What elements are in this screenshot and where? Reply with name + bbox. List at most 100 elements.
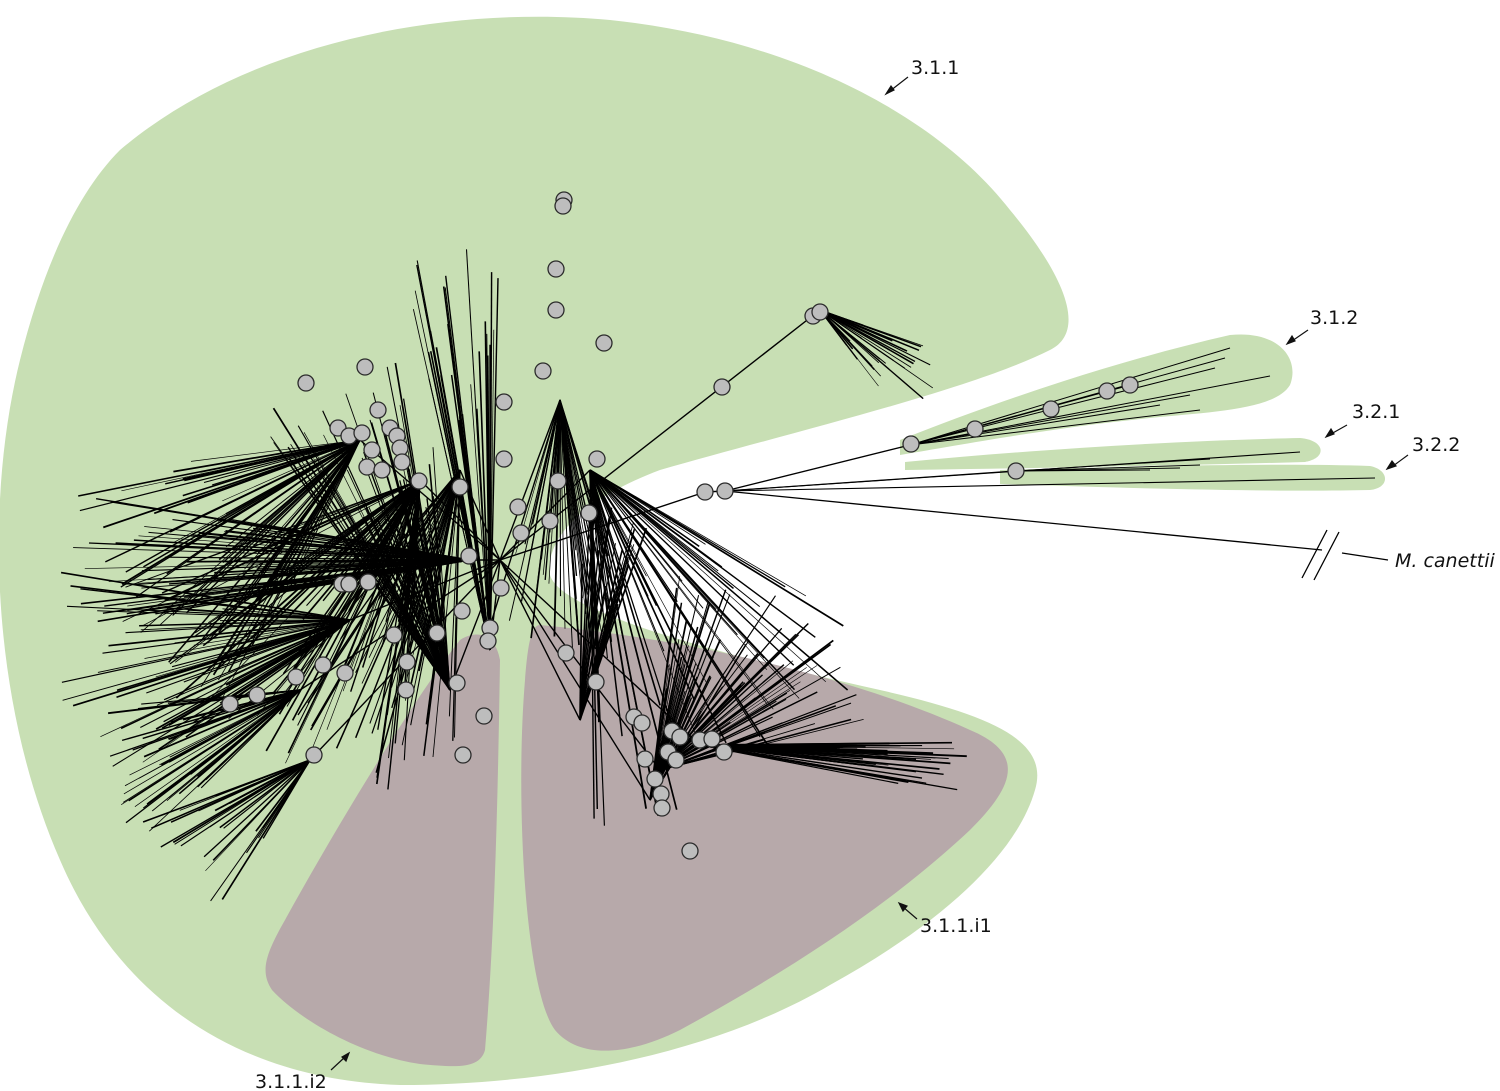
tree-branch	[909, 384, 1131, 446]
tree-branch	[1014, 469, 1151, 472]
tree-branch	[326, 479, 421, 730]
tree-branch	[579, 534, 606, 721]
tree-branch	[225, 439, 361, 548]
tree-branch	[212, 439, 361, 486]
tree-node	[646, 770, 664, 788]
tree-branch	[142, 689, 301, 740]
tree-branch	[159, 689, 301, 766]
tree-branch	[445, 427, 491, 651]
tree-node	[713, 378, 731, 396]
tree-branch	[819, 309, 924, 347]
tree-branch	[212, 759, 311, 861]
tree-node	[398, 653, 416, 671]
tree-branch	[60, 571, 351, 621]
tree-branch	[377, 469, 461, 601]
label-3-1-1-i2: 3.1.1.i2	[255, 1071, 327, 1091]
tree-branch	[142, 759, 311, 823]
tree-node	[653, 799, 671, 817]
tree-branch	[416, 264, 491, 651]
tree-branch	[589, 469, 761, 608]
tree-branch	[255, 759, 311, 832]
tree-branch	[589, 469, 706, 701]
tree-branch	[559, 399, 577, 551]
tree-node	[633, 714, 651, 732]
tree-branch	[198, 759, 311, 812]
tree-branch	[649, 639, 750, 801]
tree-branch	[659, 622, 809, 771]
tree-branch	[221, 759, 311, 900]
tree-branch	[168, 689, 301, 798]
tree-branch	[110, 501, 471, 561]
tree-branch	[149, 689, 301, 832]
tree-branch	[589, 469, 684, 759]
tree-branch	[140, 619, 351, 631]
tree-branch	[724, 444, 911, 492]
tree-node	[636, 750, 654, 768]
arrow-3-2-2	[1385, 454, 1409, 471]
tree-branch	[66, 605, 351, 621]
tree-node	[681, 842, 699, 860]
tree-node	[359, 573, 377, 591]
tree-branch	[478, 351, 491, 651]
tree-branch	[363, 451, 451, 691]
tree-branch	[470, 384, 491, 651]
tree-node	[696, 483, 714, 501]
tree-branch	[222, 439, 361, 502]
tree-node	[1007, 462, 1025, 480]
tree-node	[373, 461, 391, 479]
tree-branch	[193, 619, 351, 646]
tree-node	[966, 420, 984, 438]
tree-node	[715, 743, 733, 761]
tree-branch	[589, 469, 807, 597]
tree-branch	[228, 759, 311, 804]
tree-branch	[589, 469, 678, 603]
tree-branch	[172, 759, 311, 844]
tree-branch	[222, 439, 361, 563]
tree-node	[479, 632, 497, 650]
tree-branch	[190, 439, 361, 462]
tree-branch	[134, 689, 301, 807]
tree-node	[587, 673, 605, 691]
tree-branch	[72, 619, 351, 707]
tree-node	[393, 453, 411, 471]
clade-3-1-1-i2-region	[265, 634, 500, 1067]
tree-branch	[97, 619, 351, 673]
tree-branch	[346, 469, 451, 691]
tree-branch	[183, 619, 351, 683]
tree-node	[336, 664, 354, 682]
tree-node	[671, 728, 689, 746]
tree-branch	[286, 479, 421, 707]
tree-node	[534, 362, 552, 380]
break-mark-1	[1301, 529, 1328, 579]
tree-node	[541, 512, 559, 530]
tree-node	[716, 482, 734, 500]
tree-branch	[724, 470, 1016, 492]
tree-branch	[909, 404, 1161, 446]
tree-branch	[155, 619, 351, 730]
tree-branch	[589, 469, 612, 617]
tree-branch	[144, 619, 351, 659]
tree-node	[363, 441, 381, 459]
outgroup-branch	[724, 490, 1389, 581]
tree-branch	[141, 559, 471, 572]
tree-node	[287, 668, 305, 686]
tree-branch	[165, 439, 361, 485]
tree-branch	[579, 562, 621, 721]
tree-node	[340, 575, 358, 593]
tree-branch	[530, 399, 561, 552]
tree-branch	[589, 469, 844, 627]
tree-node	[397, 681, 415, 699]
tree-branch	[291, 479, 421, 721]
tree-branch	[579, 590, 595, 721]
tree-branch	[428, 464, 451, 691]
tree-branch	[579, 563, 583, 721]
tree-branch	[659, 643, 832, 771]
tree-branch	[100, 619, 351, 738]
tree-node	[667, 751, 685, 769]
tree-branch	[579, 556, 629, 721]
tree-branch	[412, 309, 491, 651]
tree-node	[314, 656, 332, 674]
tree-branch	[322, 410, 451, 691]
tree-node	[353, 424, 371, 442]
tree-branch	[297, 425, 451, 691]
